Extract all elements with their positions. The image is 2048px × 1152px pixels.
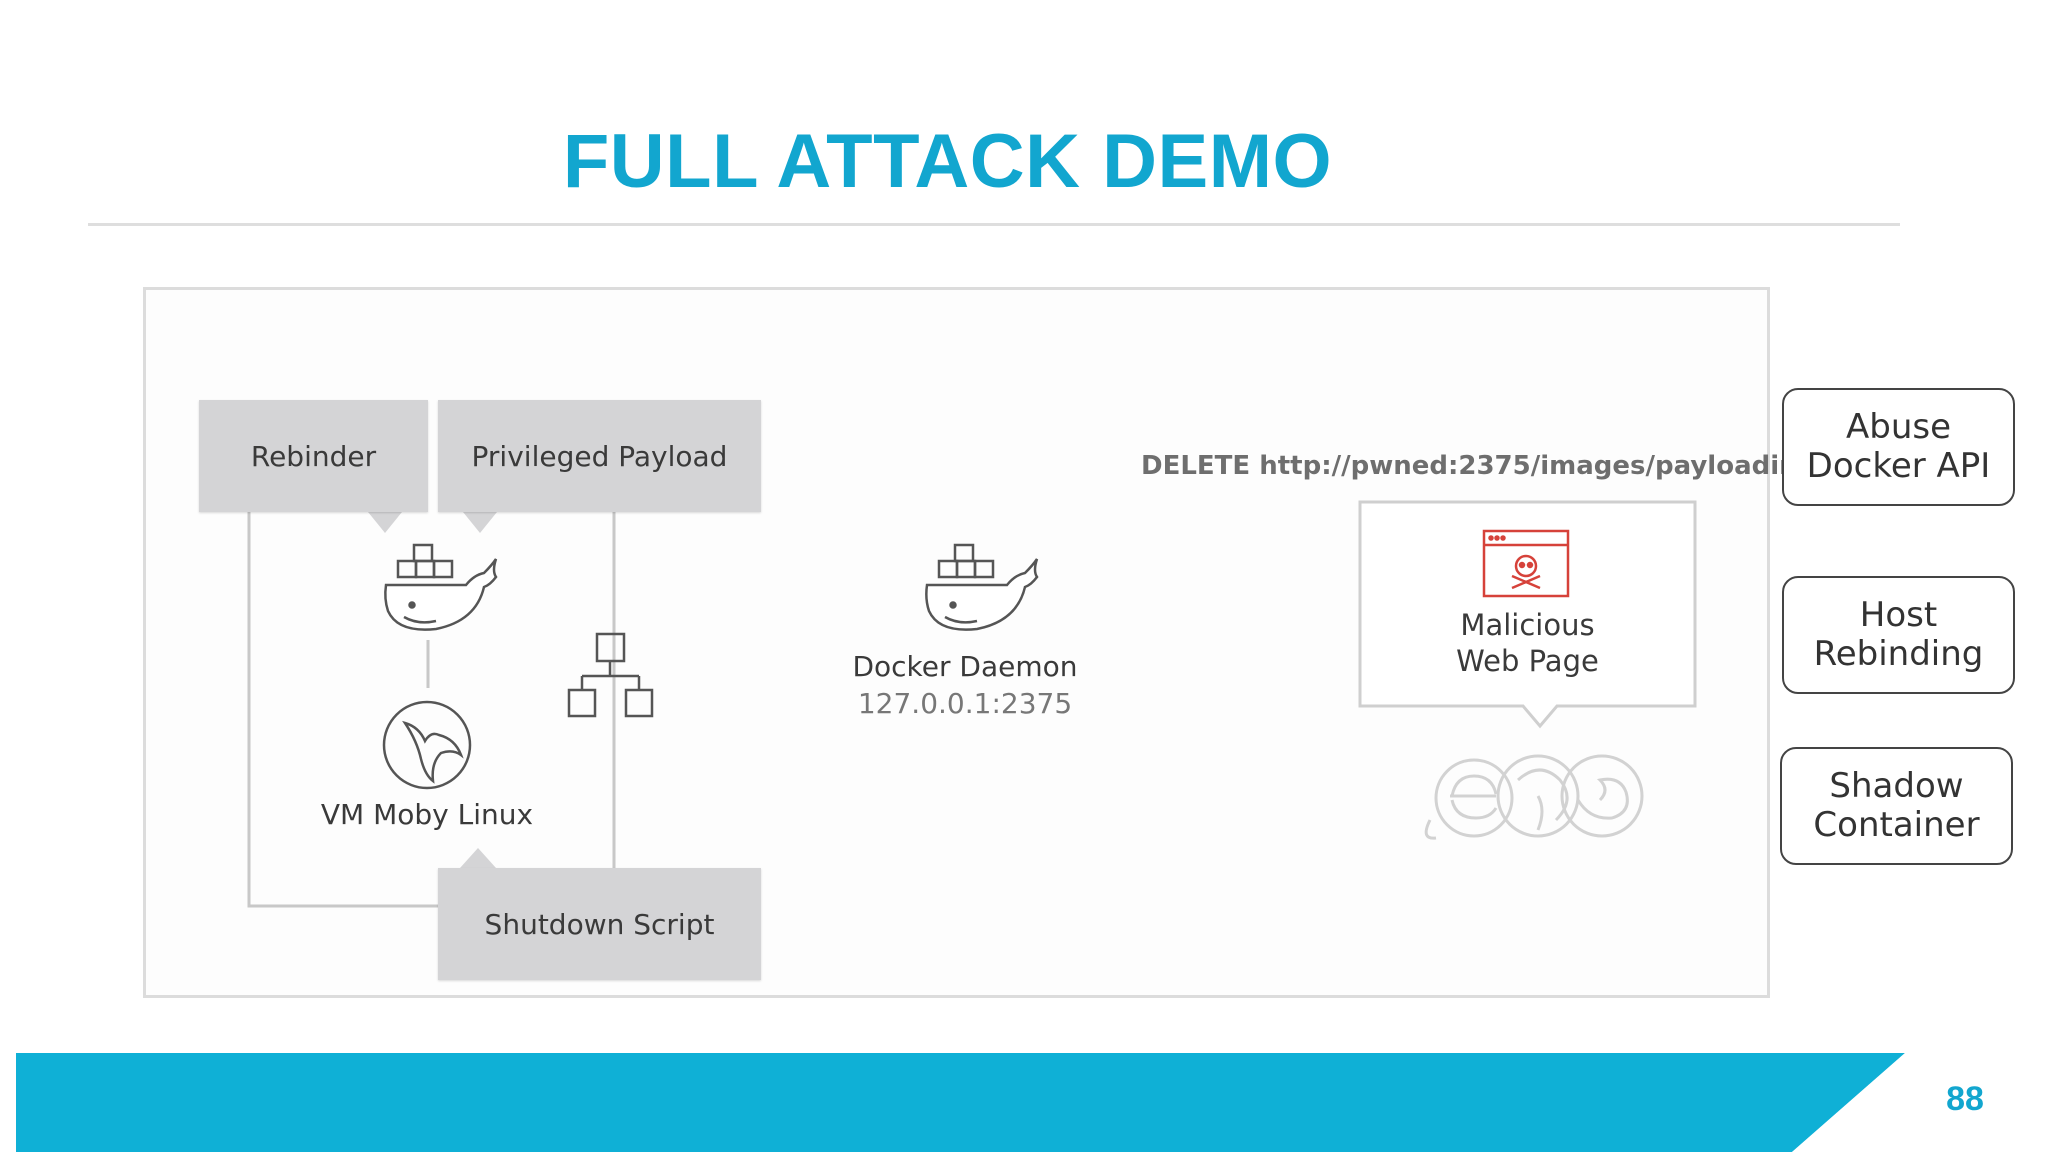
step-line2: Rebinding — [1813, 634, 1984, 674]
step-line1: Abuse — [1845, 407, 1952, 447]
malicious-page-label: Malicious Web Page — [1360, 607, 1695, 679]
shutdown-script-box: Shutdown Script — [438, 868, 761, 980]
footer-band — [16, 1053, 1905, 1152]
delete-request-text: DELETE http://pwned:2375/images/payloadi… — [1141, 451, 1861, 481]
step-line2: Container — [1813, 805, 1980, 845]
step-line2: Docker API — [1806, 446, 1991, 486]
docker-whale-icon — [384, 543, 498, 631]
box-pointers — [368, 512, 497, 868]
malicious-page-line2: Web Page — [1456, 644, 1599, 678]
docker-whale-icon — [925, 543, 1039, 631]
rebinder-box: Rebinder — [199, 400, 428, 512]
docker-daemon-address: 127.0.0.1:2375 — [857, 687, 1073, 720]
malicious-page-line1: Malicious — [1460, 608, 1595, 642]
connector-lines — [247, 512, 616, 908]
slide-title: FULL ATTACK DEMO — [562, 119, 1333, 204]
page-number: 88 — [1946, 1080, 1984, 1118]
vm-moby-linux-label: VM Moby Linux — [320, 798, 534, 831]
privileged-payload-box: Privileged Payload — [438, 400, 761, 512]
browser-logos-icon — [1424, 754, 1644, 840]
moby-linux-icon — [382, 700, 472, 790]
title-divider — [88, 223, 1900, 226]
docker-daemon-label: Docker Daemon — [852, 650, 1078, 683]
network-tree-icon — [567, 632, 654, 718]
step-line1: Shadow — [1829, 766, 1964, 806]
malware-window-icon — [1482, 529, 1570, 598]
step-line1: Host — [1859, 595, 1938, 635]
malicious-page-callout — [1358, 500, 1697, 729]
